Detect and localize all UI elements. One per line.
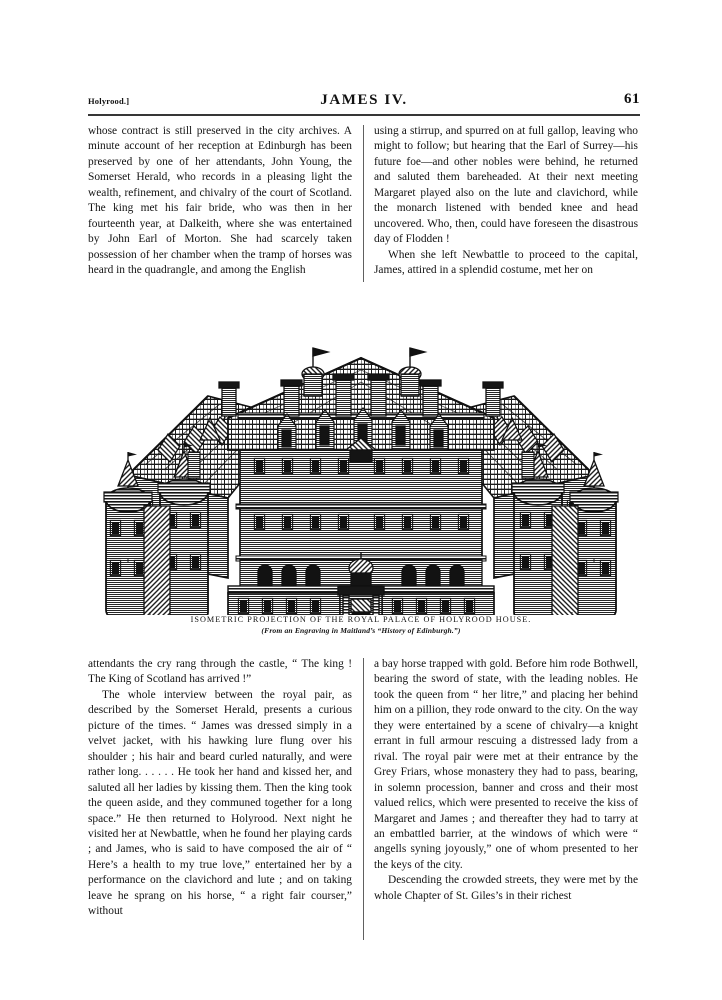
column-bottom-right: a bay horse trapped with gold. Before hi… <box>374 657 638 942</box>
figure: ISOMETRIC PROJECTION OF THE ROYAL PALACE… <box>88 300 634 648</box>
text-block-top: whose contract is still preserved in the… <box>88 124 638 284</box>
engraving-holyrood-palace <box>88 300 634 615</box>
figure-caption: ISOMETRIC PROJECTION OF THE ROYAL PALACE… <box>88 615 634 635</box>
paragraph: using a stirrup, and spurred on at full … <box>374 125 638 246</box>
running-head: Holyrood.] JAMES IV. 61 <box>88 91 640 112</box>
column-divider <box>352 657 374 942</box>
running-head-left: Holyrood.] <box>88 96 130 106</box>
text-block-bottom: attendants the cry rang through the cast… <box>88 657 638 942</box>
column-bottom-left: attendants the cry rang through the cast… <box>88 657 352 942</box>
column-divider <box>352 124 374 284</box>
paragraph: a bay horse trapped with gold. Before hi… <box>374 658 638 871</box>
caption-source: (From an Engraving in Maitland’s “Histor… <box>261 626 461 635</box>
caption-title: ISOMETRIC PROJECTION OF THE ROYAL PALACE… <box>190 615 532 624</box>
paragraph: The whole interview between the royal pa… <box>88 688 352 918</box>
paragraph: Descending the crowded streets, they wer… <box>374 874 638 902</box>
page-number: 61 <box>624 91 640 107</box>
paragraph: When she left Newbattle to proceed to th… <box>374 248 638 277</box>
paragraph: attendants the cry rang through the cast… <box>88 658 352 686</box>
column-top-left: whose contract is still preserved in the… <box>88 124 352 284</box>
column-top-right: using a stirrup, and spurred on at full … <box>374 124 638 284</box>
header-rule <box>88 114 640 116</box>
paragraph: whose contract is still preserved in the… <box>88 125 352 277</box>
running-head-title: JAMES IV. <box>320 92 408 108</box>
